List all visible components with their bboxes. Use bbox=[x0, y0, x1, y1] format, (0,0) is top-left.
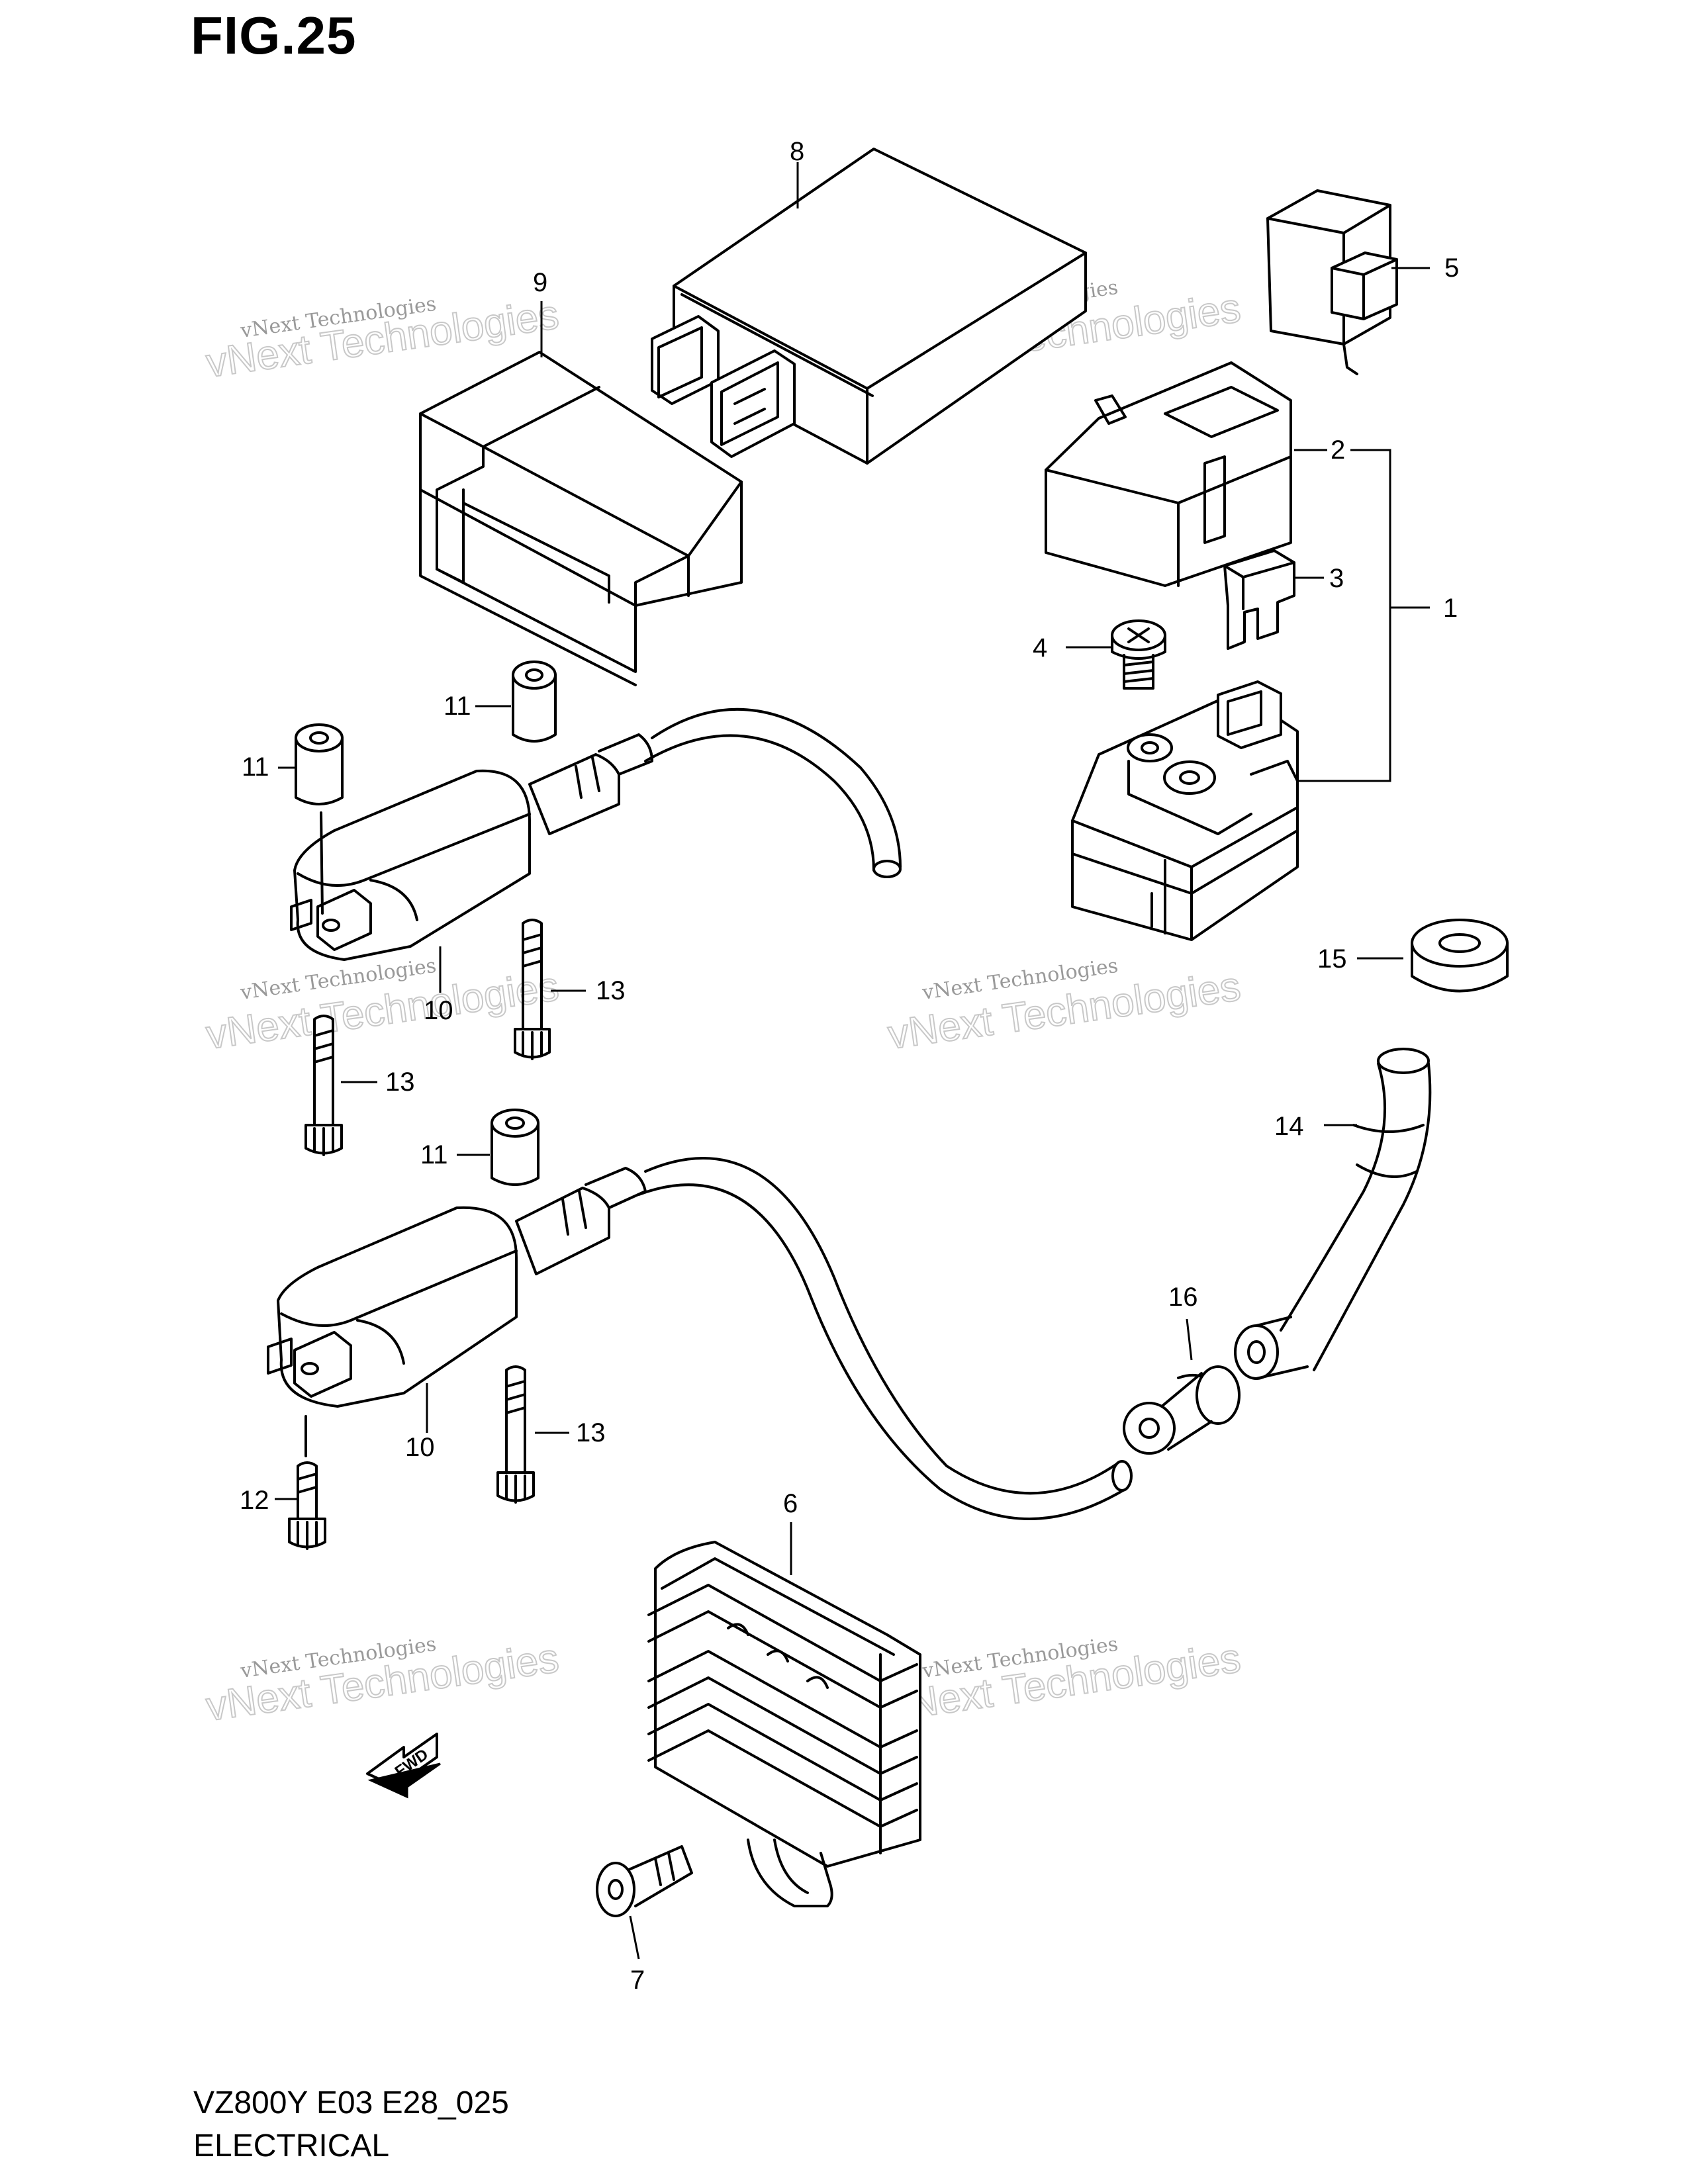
callout-10-b: 10 bbox=[405, 1433, 435, 1462]
callout-13-b: 13 bbox=[385, 1068, 415, 1097]
footer-model-code: VZ800Y E03 E28_025 bbox=[193, 2085, 509, 2120]
part-12-bolt bbox=[288, 1415, 326, 1550]
part-11-spacer-b bbox=[295, 723, 344, 915]
part-2-relay-cover bbox=[1045, 361, 1292, 587]
part-4-bolt bbox=[1111, 619, 1166, 690]
part-11-spacer-c bbox=[491, 1109, 539, 1186]
callout-13-a: 13 bbox=[596, 976, 626, 1005]
callout-numbers: 8 9 5 2 3 1 4 11 11 15 10 13 13 14 11 16… bbox=[240, 137, 1459, 1995]
part-13-bolt-c bbox=[496, 1365, 535, 1504]
part-10-ignition-coil-upper bbox=[290, 707, 902, 961]
callout-9: 9 bbox=[533, 268, 547, 297]
callout-13-c: 13 bbox=[576, 1418, 606, 1447]
part-1-starter-relay bbox=[1071, 680, 1299, 941]
figure-title: FIG.25 bbox=[191, 6, 357, 65]
part-3-fuse bbox=[1223, 549, 1295, 650]
callout-2: 2 bbox=[1331, 435, 1345, 465]
watermark-mid-left: vNext Technologies vNext Technologies bbox=[203, 954, 562, 1059]
callout-11-c: 11 bbox=[420, 1140, 448, 1169]
watermark-mid-center: vNext Technologies vNext Technologies bbox=[884, 954, 1244, 1059]
part-16-grommet bbox=[1123, 1365, 1241, 1455]
callout-5: 5 bbox=[1444, 253, 1459, 283]
part-9-cdi-cover bbox=[419, 351, 743, 686]
callout-4: 4 bbox=[1033, 633, 1047, 662]
callout-7: 7 bbox=[630, 1966, 645, 1995]
callout-1: 1 bbox=[1443, 594, 1458, 623]
part-11-spacer-a bbox=[512, 660, 557, 743]
callout-12: 12 bbox=[240, 1486, 269, 1515]
part-15-cap bbox=[1411, 919, 1509, 993]
callout-6: 6 bbox=[783, 1489, 798, 1518]
callout-11-a: 11 bbox=[444, 692, 471, 721]
part-7-bolt bbox=[596, 1845, 693, 1917]
part-13-bolt-a bbox=[514, 919, 551, 1060]
callout-3: 3 bbox=[1329, 564, 1344, 593]
part-13-bolt-b bbox=[305, 1015, 343, 1156]
callout-14: 14 bbox=[1274, 1112, 1304, 1141]
footer-section-name: ELECTRICAL bbox=[193, 2128, 390, 2163]
part-10-ignition-coil-lower bbox=[267, 1157, 1133, 1520]
part-5-relay bbox=[1266, 189, 1398, 375]
leader-lines bbox=[275, 162, 1430, 1960]
callout-10-a: 10 bbox=[424, 996, 453, 1025]
watermark-bottom-left: vNext Technologies vNext Technologies bbox=[203, 1633, 562, 1731]
callout-15: 15 bbox=[1317, 944, 1347, 974]
part-8-cdi-unit bbox=[651, 148, 1087, 465]
part-14-tube bbox=[1234, 1048, 1432, 1380]
watermark-bottom-center: vNext Technologies vNext Technologies bbox=[884, 1633, 1244, 1731]
callout-8: 8 bbox=[790, 137, 804, 166]
part-6-regulator-rectifier bbox=[647, 1541, 921, 1907]
callout-11-b: 11 bbox=[242, 752, 269, 782]
callout-16: 16 bbox=[1168, 1283, 1198, 1312]
fwd-arrow-indicator: FWD bbox=[366, 1733, 441, 1799]
